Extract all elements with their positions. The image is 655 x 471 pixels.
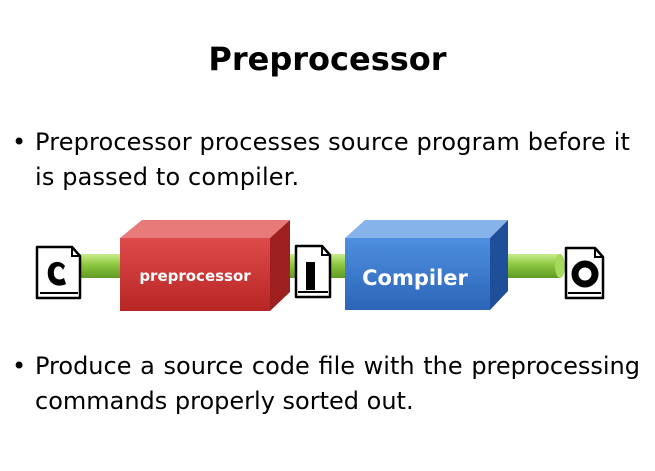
compiler-label: Compiler: [362, 266, 468, 290]
compiler-box: Compiler: [345, 220, 508, 310]
preprocessor-label: preprocessor: [139, 267, 251, 285]
preprocessor-box: preprocessor: [120, 220, 290, 311]
slide-title: Preprocessor: [208, 40, 447, 78]
c-file-icon: [35, 245, 82, 300]
i-file-icon: [294, 244, 332, 299]
bullet-item: • Preprocessor processes source program …: [12, 125, 640, 195]
pipe-output-end: [555, 254, 565, 278]
bullet-item: • Produce a source code file with the pr…: [12, 349, 640, 419]
bullet-dot: •: [12, 352, 27, 380]
bullet-text: Preprocessor processes source program be…: [35, 128, 631, 191]
o-file-icon: [564, 246, 605, 300]
bullet-text: Produce a source code file with the prep…: [35, 352, 640, 415]
bullet-dot: •: [12, 128, 27, 156]
